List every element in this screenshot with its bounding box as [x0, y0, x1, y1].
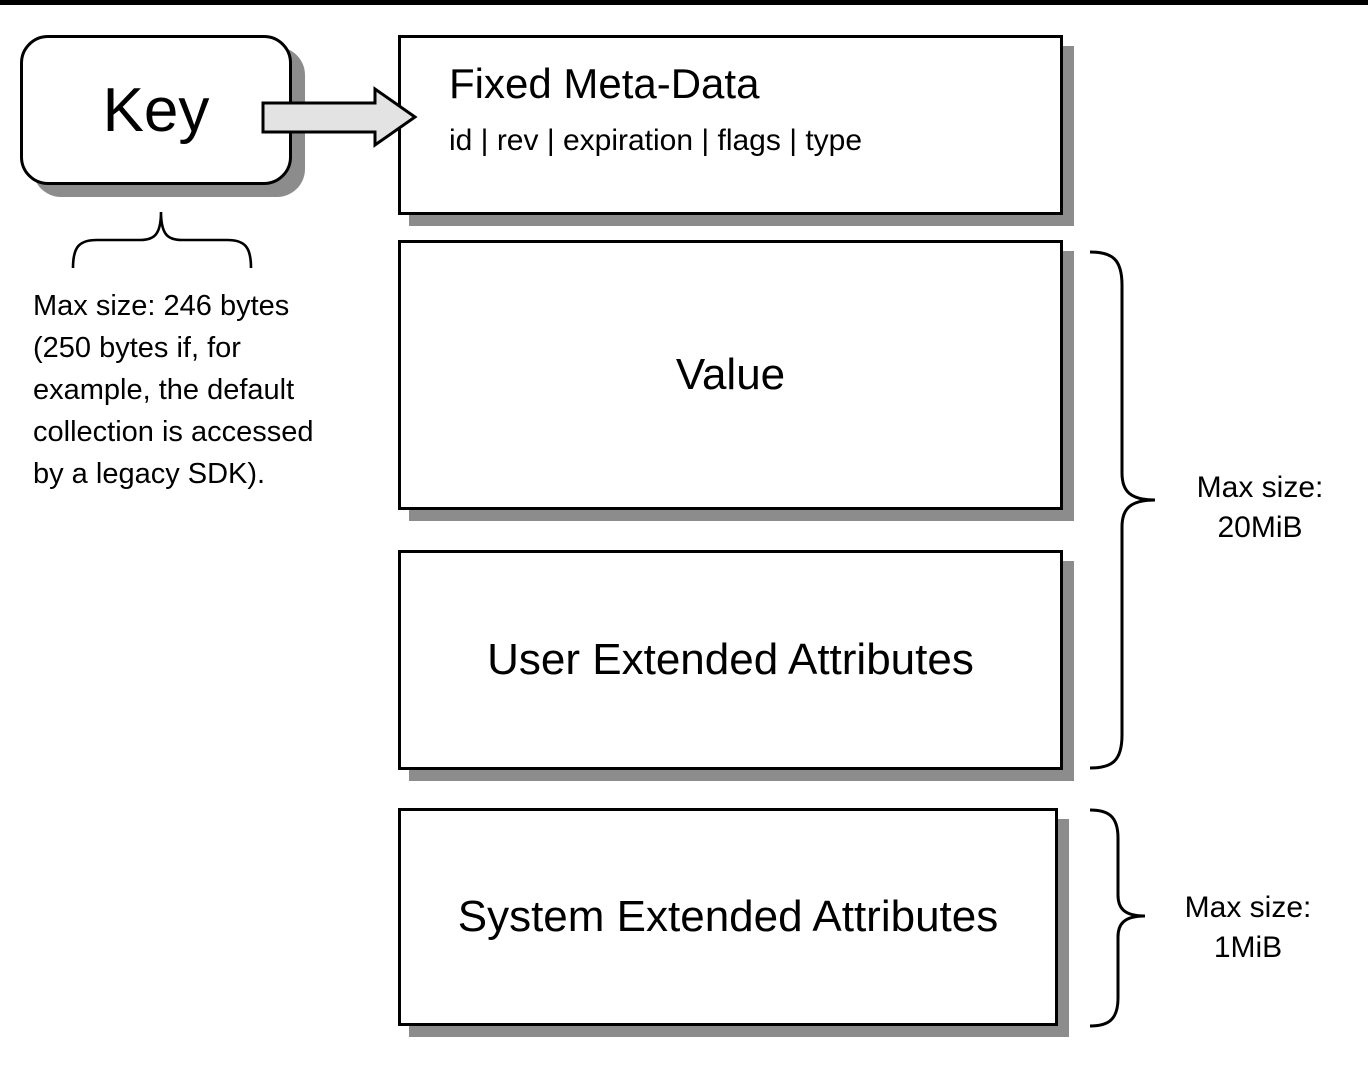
value-label: Value [675, 350, 786, 399]
fixed-meta-data-fields: id | rev | expiration | flags | type [449, 124, 863, 157]
body-max-size-line1: Max size: [1196, 471, 1324, 504]
key-note-line: (250 bytes if, for [33, 332, 241, 364]
curly-brace-body-path [1089, 250, 1156, 770]
key-note-line: collection is accessed [33, 416, 314, 448]
fixed-meta-data-title: Fixed Meta-Data [449, 60, 760, 107]
key-node: Key [20, 35, 292, 185]
key-note-line: Max size: 246 bytes [33, 290, 290, 322]
key-max-size-note: Max size: 246 bytes (250 bytes if, for e… [33, 285, 313, 495]
key-note-line: example, the default [33, 374, 295, 406]
curly-brace-key-icon [71, 211, 253, 269]
system-max-size-note: Max size: 1MiB [1170, 888, 1326, 968]
curly-brace-system-path [1089, 808, 1146, 1028]
arrow-right-icon [261, 86, 418, 148]
body-max-size-line2: 20MiB [1217, 511, 1303, 544]
curly-brace-key-path [71, 211, 253, 269]
user-xattr-label: User Extended Attributes [487, 635, 974, 684]
top-border-bar [0, 0, 1368, 5]
fixed-meta-data-node: Fixed Meta-Data id | rev | expiration | … [398, 35, 1063, 215]
system-max-size-line2: 1MiB [1213, 931, 1283, 964]
system-max-size-line1: Max size: [1184, 891, 1312, 924]
value-node: Value [398, 240, 1063, 510]
system-xattr-label: System Extended Attributes [457, 892, 999, 941]
body-max-size-note: Max size: 20MiB [1178, 468, 1342, 548]
key-note-line: by a legacy SDK). [33, 458, 266, 490]
curly-brace-system-icon [1089, 808, 1146, 1028]
curly-brace-body-icon [1089, 250, 1156, 770]
key-label: Key [102, 75, 210, 145]
user-xattr-node: User Extended Attributes [398, 550, 1063, 770]
arrow-right-shape [261, 86, 418, 148]
system-xattr-node: System Extended Attributes [398, 808, 1058, 1026]
